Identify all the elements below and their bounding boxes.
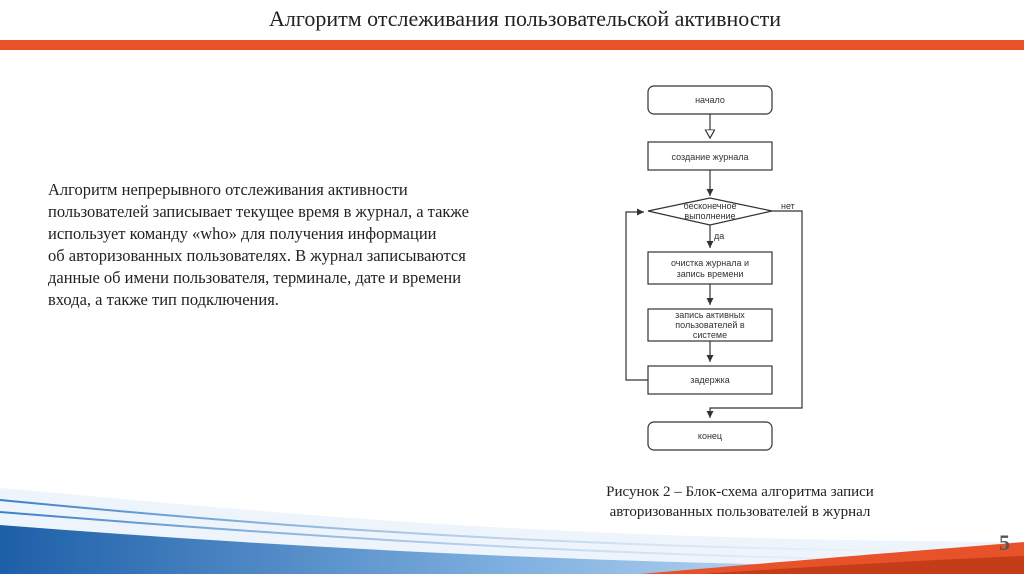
- flow-node-end: конец: [647, 421, 773, 451]
- edge-label-yes: да: [714, 231, 724, 241]
- flow-loop-arrow: [625, 208, 648, 381]
- node-label: создание журнала: [672, 152, 749, 162]
- edge-label-no: нет: [781, 201, 795, 211]
- body-line: об авторизованных пользователях. В журна…: [48, 246, 466, 265]
- slide-title: Алгоритм отслеживания пользовательской а…: [268, 6, 781, 31]
- body-line: пользователей записывает текущее время в…: [48, 202, 469, 221]
- node-label: запись активных: [675, 310, 745, 320]
- flow-node-write-users: запись активных пользователей в системе: [647, 308, 773, 342]
- node-label: очистка журнала и: [671, 258, 749, 268]
- bottom-wave-decoration: [0, 488, 1024, 574]
- flow-no-arrow: [706, 210, 803, 418]
- flow-node-create-log: создание журнала: [647, 141, 773, 171]
- page-number: 5: [999, 530, 1010, 555]
- figure-caption: Рисунок 2 – Блок-схема алгоритма записи …: [540, 482, 940, 522]
- node-label: пользователей в: [675, 320, 745, 330]
- body-line: Алгоритм непрерывного отслеживания актив…: [48, 180, 408, 199]
- node-label: задержка: [690, 375, 730, 385]
- flow-node-delay: задержка: [647, 365, 773, 395]
- node-label: системе: [693, 330, 727, 340]
- flow-node-start: начало: [647, 85, 773, 115]
- body-paragraph: Алгоритм непрерывного отслеживания актив…: [48, 179, 548, 311]
- node-label: бесконечное: [684, 201, 737, 211]
- node-label: конец: [698, 431, 722, 441]
- node-label: выполнение: [684, 211, 735, 221]
- flowchart: начало создание журнала бесконечное выпо…: [625, 85, 803, 451]
- flow-node-clear-log: очистка журнала и запись времени: [647, 251, 773, 285]
- caption-line: авторизованных пользователей в журнал: [609, 504, 871, 520]
- caption-line: Рисунок 2 – Блок-схема алгоритма записи: [606, 484, 874, 500]
- body-line: использует команду «who» для получения и…: [48, 224, 437, 243]
- flow-node-decision: бесконечное выполнение: [647, 197, 773, 226]
- node-label: запись времени: [677, 269, 744, 279]
- node-label: начало: [695, 95, 725, 105]
- body-line: входа, а также тип подключения.: [48, 290, 279, 309]
- title-accent-bar: [0, 40, 1024, 50]
- body-line: данные об имени пользователя, терминале,…: [48, 268, 462, 287]
